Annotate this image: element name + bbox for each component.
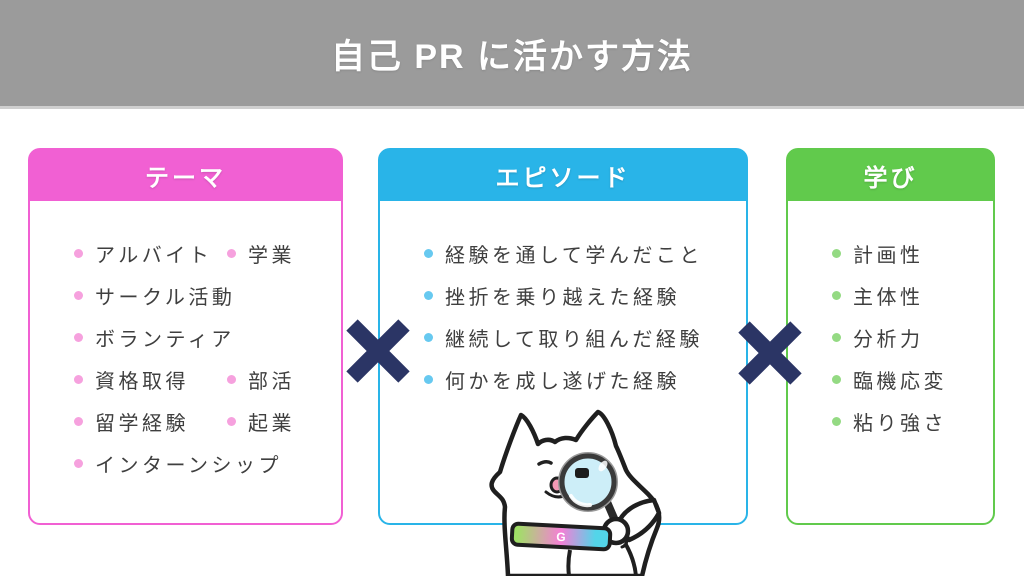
list-item: 分析力 <box>832 323 924 352</box>
list-item: 計画性 <box>832 239 924 268</box>
list-row: 分析力 <box>832 316 993 358</box>
list-item-label: 何かを成し遂げた経験 <box>445 370 680 393</box>
bullet-icon <box>227 374 236 384</box>
list-item: ボランティア <box>74 323 235 352</box>
list-item: サークル活動 <box>74 281 235 310</box>
multiply-icon <box>346 319 410 383</box>
bullet-icon <box>832 416 841 426</box>
card-learning-list: 計画性 主体性 分析力 臨機応変 <box>788 201 993 442</box>
collar <box>509 521 613 552</box>
bullet-icon <box>424 332 433 342</box>
magnifying-glass-icon <box>558 452 618 512</box>
list-row: 粘り強さ <box>832 400 993 442</box>
list-item-label: 資格取得 <box>95 370 189 393</box>
list-item-label: 主体性 <box>853 286 924 309</box>
list-item: 主体性 <box>832 281 924 310</box>
bullet-icon <box>227 416 236 426</box>
list-item: 継続して取り組んだ経験 <box>424 323 703 352</box>
list-item: 臨機応変 <box>832 365 947 394</box>
list-item: アルバイト <box>74 239 227 268</box>
list-item-label: ボランティア <box>95 328 235 351</box>
list-row: 何かを成し遂げた経験 <box>424 358 746 400</box>
card-episode-list: 経験を通して学んだこと 挫折を乗り越えた経験 継続して取り組んだ経験 何かを成し… <box>380 201 746 400</box>
list-item: 学業 <box>227 239 295 268</box>
list-item-label: 学業 <box>248 244 295 267</box>
card-learning-header: 学び <box>787 149 994 201</box>
card-theme-header: テーマ <box>29 149 342 201</box>
title-band: 自己 PR に活かす方法 <box>0 0 1024 109</box>
card-theme-list: アルバイト 学業 サークル活動 ボランティア 資格取得 <box>30 201 341 484</box>
list-item-label: サークル活動 <box>95 286 236 309</box>
bullet-icon <box>424 374 433 384</box>
bullet-icon <box>227 248 236 258</box>
page-title: 自己 PR に活かす方法 <box>330 37 694 76</box>
bullet-icon <box>74 458 83 468</box>
list-item: インターンシップ <box>74 449 282 478</box>
bullet-icon <box>832 332 841 342</box>
cat-mascot: G <box>489 409 662 576</box>
list-row: 挫折を乗り越えた経験 <box>424 274 746 316</box>
multiply-icon <box>738 321 802 385</box>
bullet-icon <box>832 374 841 384</box>
list-item-label: 臨機応変 <box>853 370 947 393</box>
list-item-label: インターンシップ <box>95 454 282 477</box>
card-episode-header: エピソード <box>379 149 747 201</box>
list-row: 計画性 <box>832 232 993 274</box>
list-item: 資格取得 <box>74 365 227 394</box>
list-item: 粘り強さ <box>832 407 947 436</box>
list-item: 経験を通して学んだこと <box>424 239 703 268</box>
bullet-icon <box>424 248 433 258</box>
list-item: 何かを成し遂げた経験 <box>424 365 680 394</box>
list-item-label: 粘り強さ <box>853 412 947 435</box>
list-row: 主体性 <box>832 274 993 316</box>
bullet-icon <box>74 248 83 258</box>
bullet-icon <box>832 290 841 300</box>
list-row: 継続して取り組んだ経験 <box>424 316 746 358</box>
card-learning: 学び 計画性 主体性 分析力 <box>786 148 995 525</box>
bullet-icon <box>74 332 83 342</box>
cat-arm-line <box>566 541 638 576</box>
list-item-label: アルバイト <box>95 244 213 267</box>
bullet-icon <box>424 290 433 300</box>
list-item-label: 留学経験 <box>95 412 189 435</box>
magnified-eye <box>575 468 589 478</box>
card-episode: エピソード 経験を通して学んだこと 挫折を乗り越えた経験 継続して取り組んだ経験 <box>378 148 748 525</box>
card-episode-title: エピソード <box>495 164 631 192</box>
bullet-icon <box>74 374 83 384</box>
list-row: サークル活動 <box>74 274 341 316</box>
list-item: 部活 <box>227 365 295 394</box>
list-row: 留学経験 起業 <box>74 400 341 442</box>
list-item: 挫折を乗り越えた経験 <box>424 281 680 310</box>
list-item-label: 計画性 <box>853 244 924 267</box>
card-learning-title: 学び <box>863 164 918 192</box>
list-row: アルバイト 学業 <box>74 232 341 274</box>
card-theme-title: テーマ <box>145 164 226 192</box>
list-row: ボランティア <box>74 316 341 358</box>
list-item-label: 挫折を乗り越えた経験 <box>445 286 680 309</box>
list-row: インターンシップ <box>74 442 341 484</box>
list-row: 資格取得 部活 <box>74 358 341 400</box>
list-item-label: 起業 <box>248 412 295 435</box>
bullet-icon <box>832 248 841 258</box>
list-row: 経験を通して学んだこと <box>424 232 746 274</box>
collar-logo: G <box>556 530 566 544</box>
list-item: 起業 <box>227 407 295 436</box>
cat-wink-eye <box>537 459 553 466</box>
list-item-label: 経験を通して学んだこと <box>445 244 703 267</box>
list-item-label: 部活 <box>248 370 295 393</box>
bullet-icon <box>74 290 83 300</box>
list-item-label: 分析力 <box>853 328 924 351</box>
list-row: 臨機応変 <box>832 358 993 400</box>
list-item-label: 継続して取り組んだ経験 <box>445 328 703 351</box>
bullet-icon <box>74 416 83 426</box>
list-item: 留学経験 <box>74 407 227 436</box>
card-theme: テーマ アルバイト 学業 サークル活動 ボランティア <box>28 148 343 525</box>
